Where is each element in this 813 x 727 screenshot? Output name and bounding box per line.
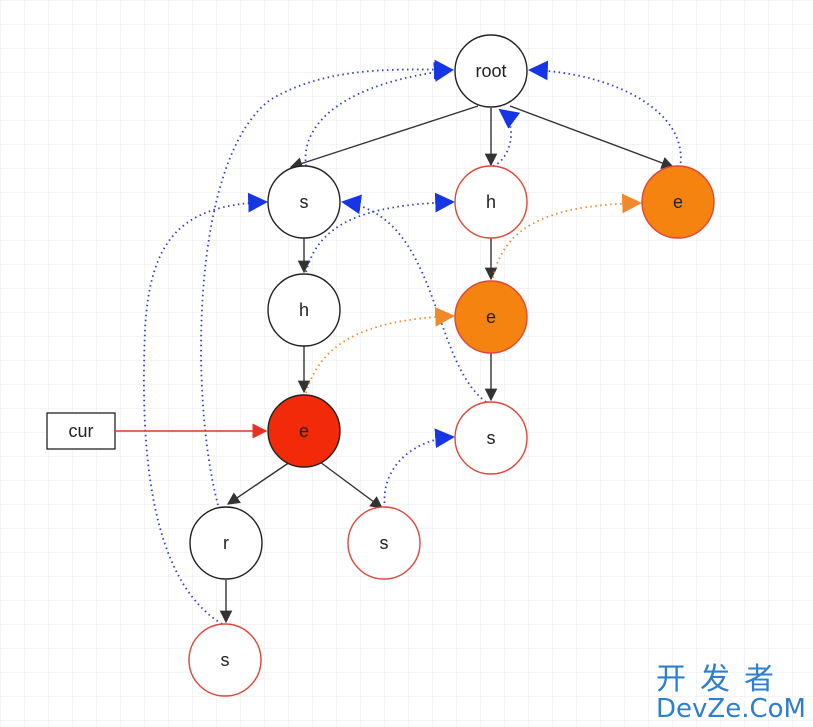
node-s4: s [188, 623, 262, 697]
node-s2: s [454, 401, 528, 475]
output-links [305, 193, 642, 394]
node-root-label: root [475, 61, 506, 81]
fail-link-e1-root [528, 60, 682, 169]
fail-links [143, 59, 682, 625]
output-link-e2-e1 [492, 193, 642, 279]
node-e3: e [267, 394, 341, 468]
node-h2: h [267, 273, 341, 347]
node-root: root [454, 34, 528, 108]
edge-e3-s3 [319, 461, 384, 509]
node-s4-label: s [221, 650, 230, 670]
cur-label: cur [68, 421, 93, 441]
node-h2-label: h [299, 300, 309, 320]
node-e1: e [641, 165, 715, 239]
watermark: 开发者 DevZe.CoM [656, 662, 806, 724]
edge-e3-r [226, 461, 291, 505]
node-h1: h [454, 165, 528, 239]
watermark-cn: 开发者 [656, 662, 788, 697]
node-r-label: r [223, 533, 229, 553]
node-e2-label: e [486, 307, 496, 327]
nodes: root s h e h e [188, 34, 715, 697]
node-s1-label: s [300, 192, 309, 212]
cur-box [46, 412, 116, 450]
edge-root-e1 [509, 105, 675, 169]
fail-link-h1-root [492, 108, 521, 167]
edge-root-s1 [289, 105, 479, 170]
node-e1-label: e [673, 192, 683, 212]
watermark-en: DevZe.CoM [656, 694, 806, 724]
node-e3-label: e [299, 421, 309, 441]
node-s3: s [347, 506, 421, 580]
node-s2-label: s [487, 428, 496, 448]
node-s3-label: s [380, 533, 389, 553]
tree-edges [219, 105, 675, 624]
node-e2: e [454, 280, 528, 354]
node-r: r [189, 506, 263, 580]
node-s1: s [267, 165, 341, 239]
node-h1-label: h [486, 192, 496, 212]
cur-pointer: cur [46, 412, 268, 450]
fail-link-s2-s1 [341, 194, 487, 403]
